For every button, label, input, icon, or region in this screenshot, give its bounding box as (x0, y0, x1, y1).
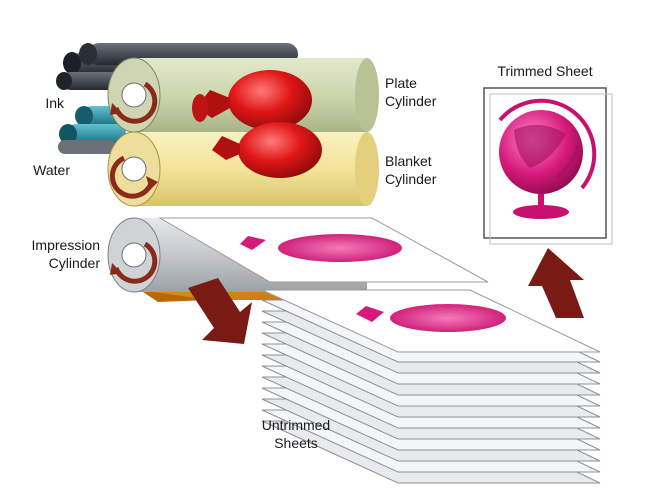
balloon-image-blanket (212, 122, 322, 178)
impression-label-line2: Cylinder (49, 255, 101, 271)
untrimmed-label-line2: Sheets (274, 435, 318, 451)
plate-cylinder (107, 57, 379, 133)
plate-label-line2: Cylinder (385, 93, 437, 109)
balloon-image-plate (192, 70, 312, 130)
impression-label-line1: Impression (32, 237, 100, 253)
printed-sheet-top (158, 217, 489, 283)
water-label: Water (33, 162, 70, 178)
up-arrow (528, 248, 584, 318)
blanket-label-line1: Blanket (385, 153, 432, 169)
globe-image (498, 98, 597, 219)
ink-label: Ink (45, 95, 65, 111)
trimmed-sheet-label: Trimmed Sheet (497, 63, 592, 79)
blanket-label-line2: Cylinder (385, 171, 437, 187)
printed-sheet-stack-top (261, 289, 601, 353)
untrimmed-label-line1: Untrimmed (262, 417, 330, 433)
plate-label-line1: Plate (385, 75, 417, 91)
feed-arrow (188, 278, 252, 344)
